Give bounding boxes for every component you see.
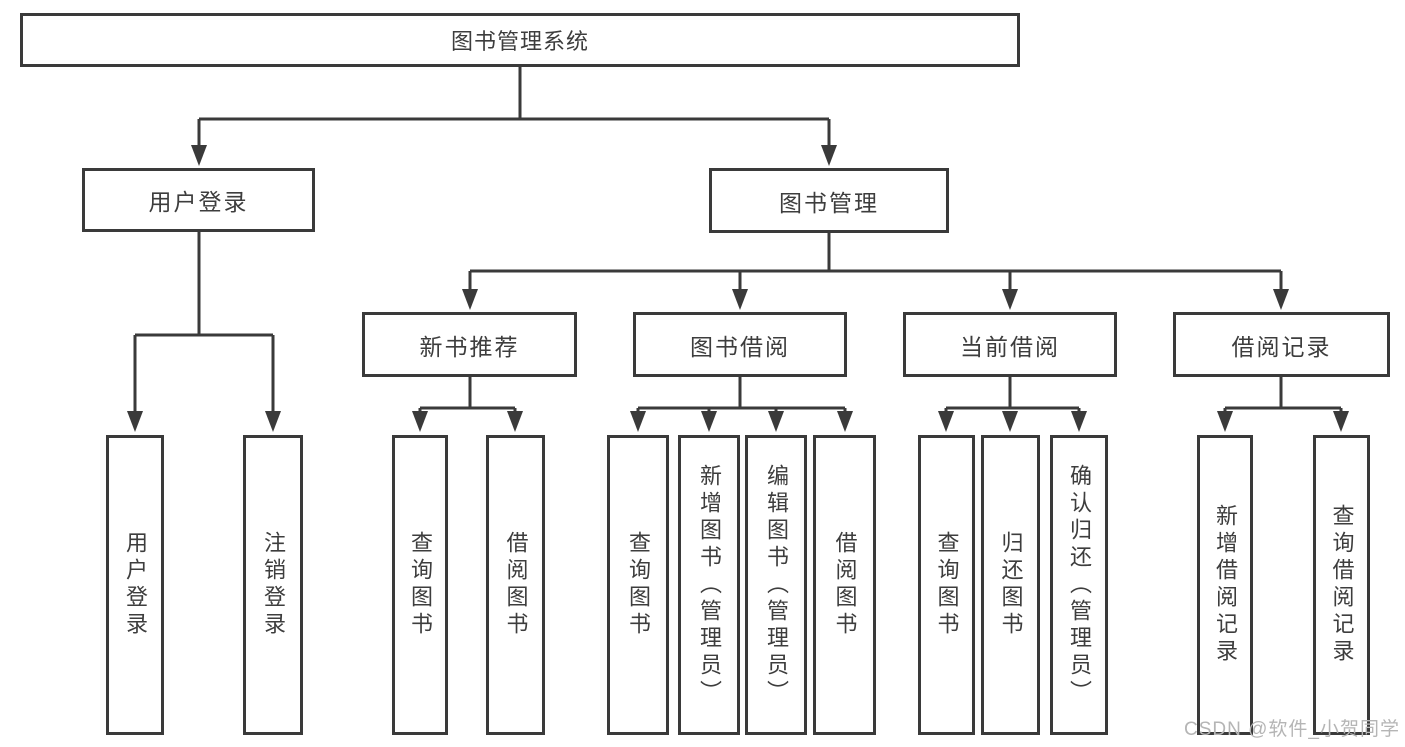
node-label: 借阅记录 <box>1231 333 1332 360</box>
node-label: 当前借阅 <box>960 333 1060 360</box>
arrowhead-icon <box>821 145 837 166</box>
node-label: 用户登录 <box>123 531 148 639</box>
arrowhead-icon <box>630 411 646 432</box>
leaf-borrowing-add-books-admin: 新增图书（管理员） <box>678 435 740 735</box>
node-label: 查询借阅记录 <box>1329 504 1355 666</box>
node-borrowing-records: 借阅记录 <box>1173 312 1390 377</box>
node-label: 图书管理系统 <box>450 29 589 54</box>
node-label: 注销登录 <box>261 531 286 639</box>
arrowhead-icon <box>1002 289 1018 310</box>
node-label: 查询图书 <box>934 531 960 639</box>
arrowhead-icon <box>265 411 281 432</box>
arrowhead-icon <box>938 411 954 432</box>
leaf-current-return-books: 归还图书 <box>981 435 1040 735</box>
node-label: 归还图书 <box>998 531 1024 639</box>
node-library-management-system: 图书管理系统 <box>20 13 1020 67</box>
leaf-user-login: 用户登录 <box>106 435 164 735</box>
arrowhead-icon <box>191 145 207 166</box>
node-label: 查询图书 <box>626 531 651 639</box>
watermark-text: CSDN @软件_小贺同学 <box>1184 719 1400 740</box>
node-label: 新书推荐 <box>419 333 520 360</box>
leaf-logout: 注销登录 <box>243 435 303 735</box>
leaf-recommend-query-books: 查询图书 <box>392 435 448 735</box>
node-book-borrowing: 图书借阅 <box>633 312 847 377</box>
arrowhead-icon <box>462 289 478 310</box>
node-label: 用户登录 <box>148 189 249 215</box>
arrowhead-icon <box>1333 411 1349 432</box>
arrowhead-icon <box>701 411 717 432</box>
node-new-book-recommendation: 新书推荐 <box>362 312 577 377</box>
node-label: 确认归还（管理员） <box>1067 463 1092 707</box>
node-label: 借阅图书 <box>503 531 529 639</box>
arrowhead-icon <box>837 411 853 432</box>
node-user-login: 用户登录 <box>82 168 315 232</box>
node-label: 编辑图书（管理员） <box>764 463 789 707</box>
leaf-records-query-borrow-record: 查询借阅记录 <box>1313 435 1370 735</box>
leaf-borrowing-borrow-books: 借阅图书 <box>813 435 876 735</box>
arrowhead-icon <box>768 411 784 432</box>
arrowhead-icon <box>1273 289 1289 310</box>
node-label: 借阅图书 <box>832 531 858 639</box>
leaf-borrowing-query-books: 查询图书 <box>607 435 669 735</box>
arrowhead-icon <box>732 289 748 310</box>
leaf-recommend-borrow-books: 借阅图书 <box>486 435 545 735</box>
leaf-records-add-borrow-record: 新增借阅记录 <box>1197 435 1253 735</box>
node-label: 新增借阅记录 <box>1213 504 1238 666</box>
node-label: 图书借阅 <box>690 333 790 360</box>
arrowhead-icon <box>1071 411 1087 432</box>
arrowhead-icon <box>1217 411 1233 432</box>
node-label: 图书管理 <box>779 189 879 216</box>
arrowhead-icon <box>507 411 523 432</box>
leaf-current-query-books: 查询图书 <box>918 435 975 735</box>
leaf-current-confirm-return-admin: 确认归还（管理员） <box>1050 435 1108 735</box>
arrowhead-icon <box>127 411 143 432</box>
node-label: 查询图书 <box>408 531 433 639</box>
leaf-borrowing-edit-books-admin: 编辑图书（管理员） <box>745 435 807 735</box>
arrowhead-icon <box>1002 411 1018 432</box>
node-current-borrowing: 当前借阅 <box>903 312 1117 377</box>
arrowhead-icon <box>412 411 428 432</box>
node-label: 新增图书（管理员） <box>697 463 722 707</box>
node-book-management: 图书管理 <box>709 168 949 233</box>
